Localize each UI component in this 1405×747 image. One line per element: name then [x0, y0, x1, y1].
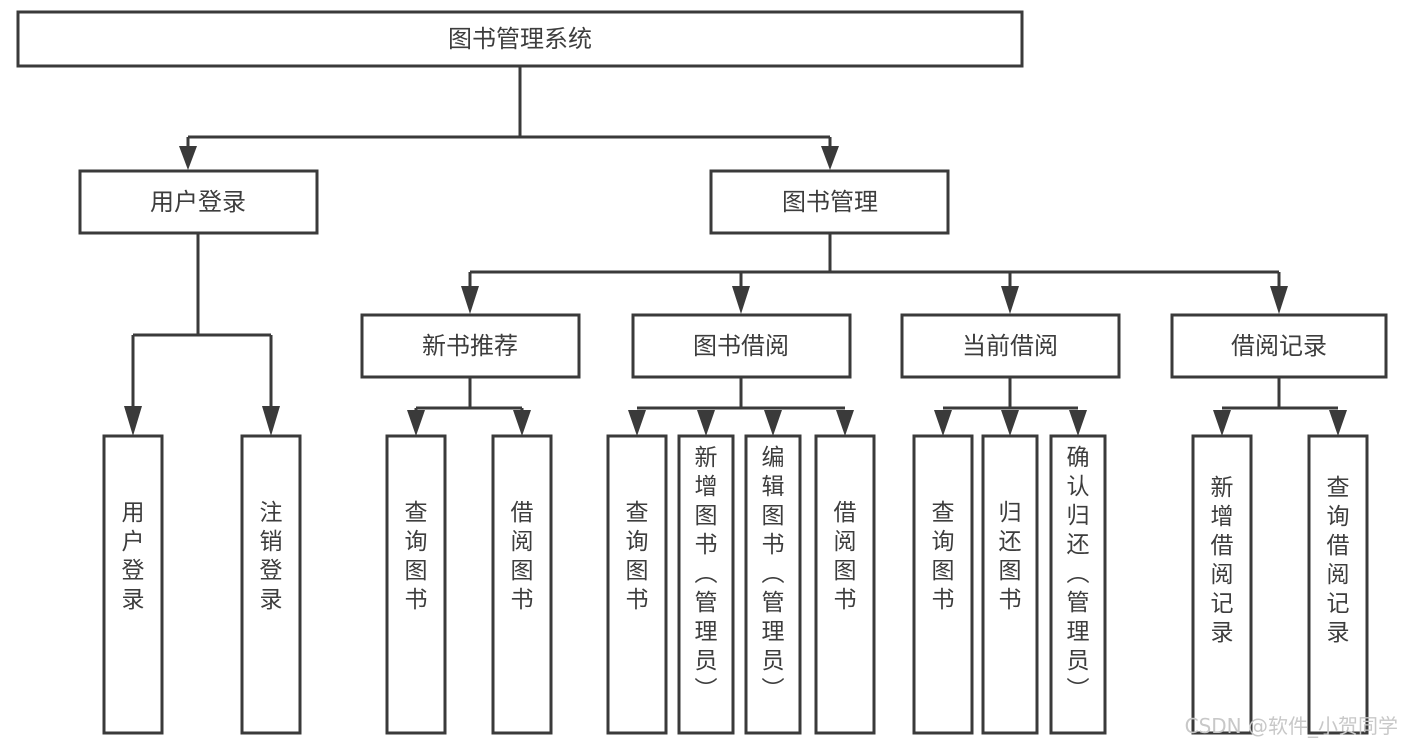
connector-group-borrow-record — [1213, 378, 1347, 436]
arrow-head-leaf-user-login — [124, 406, 142, 436]
leaf-borrow-record-query[interactable]: 查询借阅记录 — [1307, 434, 1369, 735]
leaf-box[interactable] — [102, 434, 164, 735]
arrow-head-book-manage — [821, 146, 839, 170]
node-root-label: 图书管理系统 — [448, 25, 592, 53]
node-borrow-record[interactable]: 借阅记录 — [1170, 313, 1388, 379]
arrow-head-br-add-record — [1213, 410, 1231, 436]
leaf-label-vertical: 查询图书 — [932, 500, 955, 613]
node-book-manage-label: 图书管理 — [782, 188, 878, 216]
leaf-book-borrow-query[interactable]: 查询图书 — [606, 434, 668, 735]
connector-group-book-manage — [461, 234, 1288, 314]
leaf-label-vertical: 归还图书 — [999, 500, 1022, 613]
node-book-borrow-box[interactable] — [631, 313, 852, 379]
leaf-user-login-login[interactable]: 用户登录 — [102, 434, 164, 735]
arrow-head-borrow-record — [1270, 286, 1288, 314]
node-user-login[interactable]: 用户登录 — [78, 169, 319, 235]
leaf-label-vertical: 借阅图书 — [834, 500, 857, 613]
node-book-borrow-label: 图书借阅 — [693, 332, 789, 360]
leaf-book-borrow-add[interactable]: 新增图书︵管理员︶ — [677, 434, 735, 735]
leaf-borrow-record-add[interactable]: 新增借阅记录 — [1191, 434, 1253, 735]
arrow-head-nb-query-book — [407, 410, 425, 436]
leaf-label-vertical: 编辑图书︵管理员︶ — [762, 445, 785, 703]
leaf-label-vertical: 确认归还︵管理员︶ — [1067, 445, 1090, 703]
connector-group-root — [179, 66, 839, 170]
arrow-head-bb-borrow-book — [836, 410, 854, 436]
arrow-head-nb-borrow-book — [513, 410, 531, 436]
leaf-book-borrow-edit[interactable]: 编辑图书︵管理员︶ — [744, 434, 802, 735]
leaf-box[interactable] — [240, 434, 302, 735]
leaf-box[interactable] — [491, 434, 553, 735]
arrow-head-bb-add-book — [697, 410, 715, 436]
node-current-borrow[interactable]: 当前借阅 — [900, 313, 1121, 379]
connector-group-user-login — [124, 234, 280, 436]
node-new-book-recommend[interactable]: 新书推荐 — [360, 313, 581, 379]
leaf-box[interactable] — [385, 434, 447, 735]
node-borrow-record-label: 借阅记录 — [1231, 332, 1327, 360]
arrow-head-cb-return-book — [1001, 410, 1019, 436]
connector-group-new-book — [407, 378, 531, 436]
node-user-login-label: 用户登录 — [150, 188, 246, 216]
leaf-label-vertical: 查询图书 — [405, 500, 428, 613]
arrow-head-bb-query-book — [628, 410, 646, 436]
arrow-head-bb-edit-book — [764, 410, 782, 436]
node-new-book-recommend-label: 新书推荐 — [422, 332, 518, 360]
leaf-box[interactable] — [744, 434, 802, 735]
leaf-new-book-query[interactable]: 查询图书 — [385, 434, 447, 735]
leaf-box[interactable] — [981, 434, 1039, 735]
leaf-label-vertical: 借阅图书 — [511, 500, 534, 613]
leaf-box[interactable] — [1307, 434, 1369, 735]
arrow-head-br-query-record — [1329, 410, 1347, 436]
node-user-login-box[interactable] — [78, 169, 319, 235]
leaf-label-vertical: 用户登录 — [122, 500, 145, 613]
node-new-book-recommend-box[interactable] — [360, 313, 581, 379]
node-book-borrow[interactable]: 图书借阅 — [631, 313, 852, 379]
arrow-head-new-book — [461, 286, 479, 314]
leaf-label-vertical: 查询借阅记录 — [1327, 475, 1350, 646]
connector-group-current-borrow — [934, 378, 1087, 436]
leaf-box[interactable] — [814, 434, 876, 735]
leaf-current-borrow-confirm[interactable]: 确认归还︵管理员︶ — [1049, 434, 1107, 735]
leaf-label-vertical: 新增图书︵管理员︶ — [695, 445, 718, 703]
leaf-box[interactable] — [912, 434, 974, 735]
node-root-box[interactable] — [16, 10, 1024, 68]
leaf-user-login-logout[interactable]: 注销登录 — [240, 434, 302, 735]
node-book-manage[interactable]: 图书管理 — [709, 169, 950, 235]
arrow-head-leaf-logout — [262, 406, 280, 436]
node-current-borrow-label: 当前借阅 — [962, 332, 1058, 360]
connector-group-book-borrow — [628, 378, 854, 436]
leaf-book-borrow-borrow[interactable]: 借阅图书 — [814, 434, 876, 735]
leaf-box[interactable] — [606, 434, 668, 735]
leaf-box[interactable] — [677, 434, 735, 735]
arrow-head-current-borrow — [1001, 286, 1019, 314]
leaf-label-vertical: 注销登录 — [260, 500, 283, 613]
leaf-label-vertical: 查询图书 — [626, 500, 649, 613]
arrow-head-cb-query-book — [934, 410, 952, 436]
leaf-current-borrow-return[interactable]: 归还图书 — [981, 434, 1039, 735]
watermark-label: CSDN @软件_小贺同学 — [1185, 714, 1398, 738]
leaf-box[interactable] — [1191, 434, 1253, 735]
node-current-borrow-box[interactable] — [900, 313, 1121, 379]
node-book-manage-box[interactable] — [709, 169, 950, 235]
leaf-new-book-borrow[interactable]: 借阅图书 — [491, 434, 553, 735]
node-root[interactable]: 图书管理系统 — [16, 10, 1024, 68]
arrow-head-cb-confirm-return — [1069, 410, 1087, 436]
leaf-box[interactable] — [1049, 434, 1107, 735]
leaf-label-vertical: 新增借阅记录 — [1211, 475, 1234, 646]
node-borrow-record-box[interactable] — [1170, 313, 1388, 379]
leaf-current-borrow-query[interactable]: 查询图书 — [912, 434, 974, 735]
arrow-head-book-borrow — [732, 286, 750, 314]
arrow-head-user-login — [179, 146, 197, 170]
